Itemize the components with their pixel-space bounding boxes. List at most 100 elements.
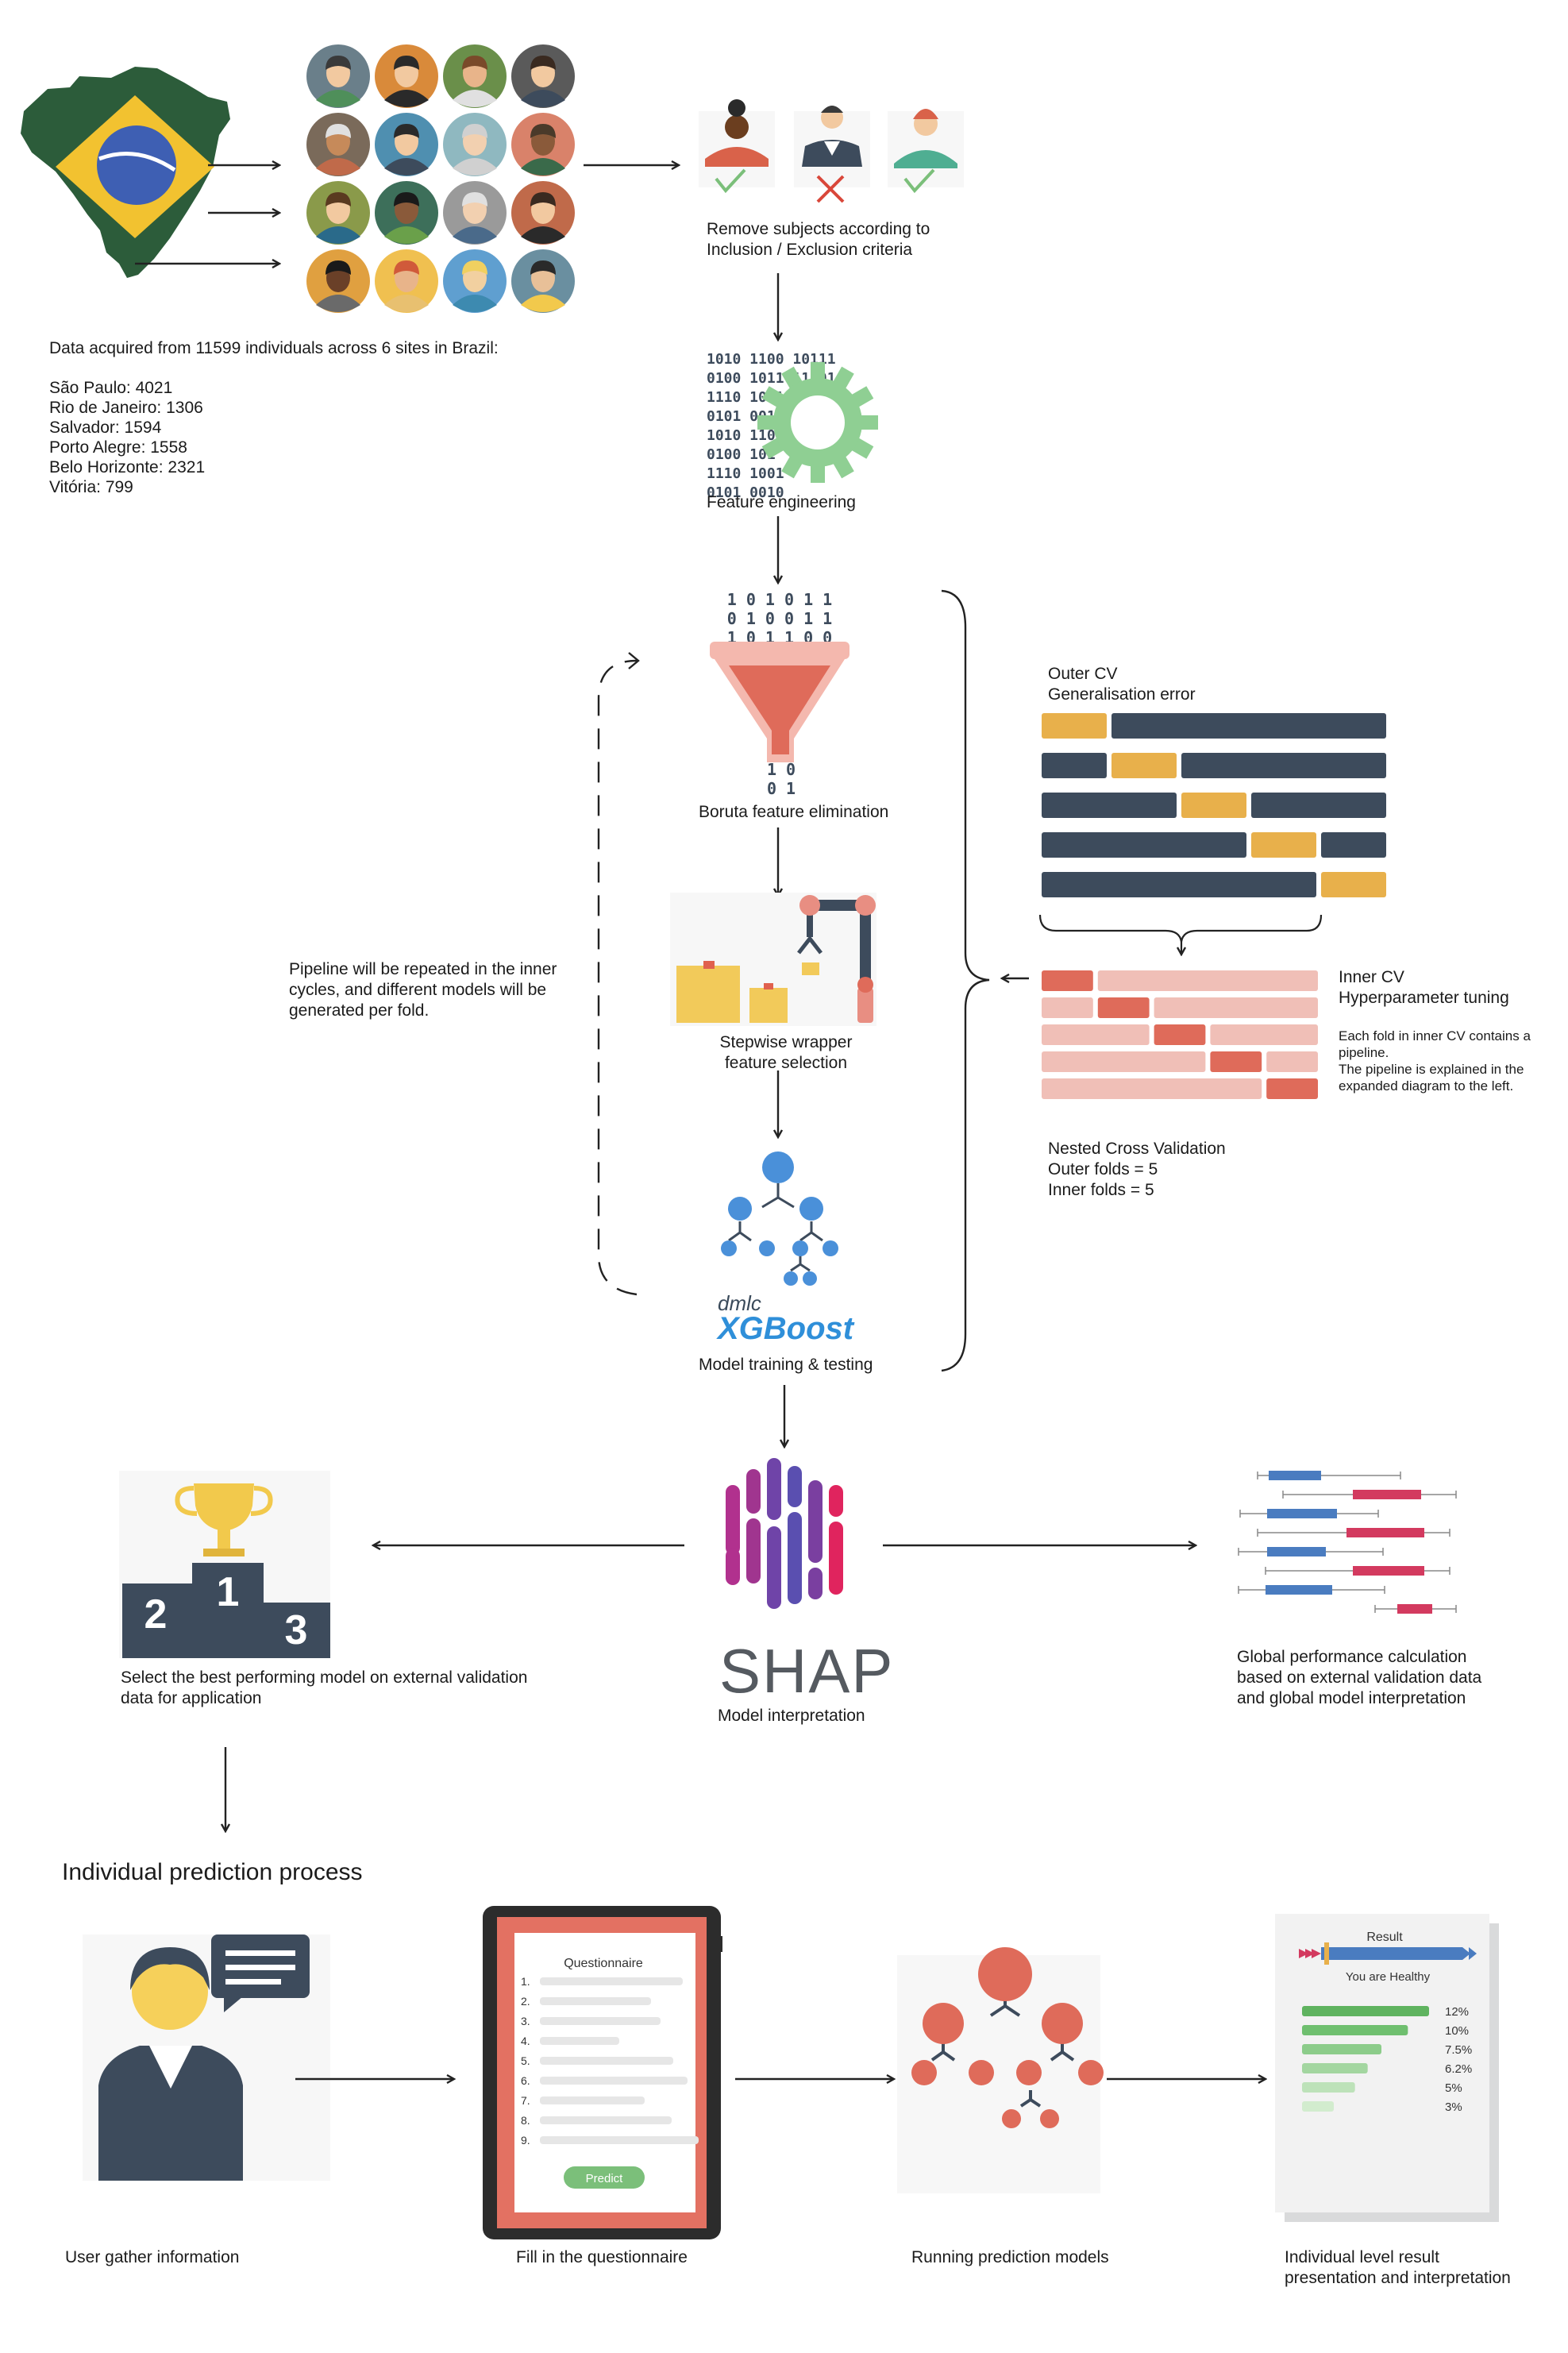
binary-output-icon: 1 00 1 bbox=[767, 760, 796, 798]
outer-train-block bbox=[1042, 793, 1177, 818]
predict-button[interactable] bbox=[564, 2166, 645, 2189]
pipeline-note: Pipeline will be repeated in the inner c… bbox=[289, 960, 557, 1020]
site-porto-alegre: Porto Alegre: 1558 bbox=[49, 438, 187, 457]
outer-train-block bbox=[1042, 832, 1246, 858]
binary-line: 1010 1100 10111 bbox=[707, 351, 836, 368]
questionnaire-item-number: 7. bbox=[521, 2094, 530, 2107]
pipeline-loop-arrow bbox=[597, 652, 640, 1296]
inner-test-block bbox=[1266, 1078, 1318, 1099]
shap-bar bbox=[746, 1518, 761, 1583]
person-avatar-icon bbox=[443, 249, 507, 313]
questionnaire-item-number: 1. bbox=[521, 1975, 530, 1988]
person-avatar-icon bbox=[375, 249, 438, 313]
person-avatar-icon bbox=[375, 181, 438, 245]
boxplot-row bbox=[1257, 1528, 1450, 1537]
shap-bar bbox=[829, 1485, 843, 1517]
binary-line: 1 0 1 0 1 1 bbox=[727, 590, 832, 609]
outer-test-block bbox=[1321, 872, 1386, 897]
site-vitoria: Vitória: 799 bbox=[49, 478, 133, 496]
questionnaire-item-number: 9. bbox=[521, 2134, 530, 2147]
result-card: Result You are Healthy 12%10%7.5%6.2%5%3… bbox=[1275, 1914, 1499, 2222]
shap-bar bbox=[767, 1458, 781, 1520]
pipeline-brace bbox=[941, 589, 990, 1372]
person-avatar-icon bbox=[306, 249, 370, 313]
funnel-icon bbox=[710, 642, 849, 762]
site-sao-paulo: São Paulo: 4021 bbox=[49, 379, 173, 397]
predict-button-label: Predict bbox=[586, 2172, 624, 2185]
person-avatar-icon bbox=[306, 181, 370, 245]
boxplot-row bbox=[1239, 1509, 1379, 1518]
boxplot-row bbox=[1257, 1471, 1401, 1480]
questionnaire-answer-line bbox=[540, 2096, 645, 2104]
prediction-models-tree-icon bbox=[897, 1947, 1104, 2193]
boruta-label: Boruta feature elimination bbox=[699, 803, 889, 821]
result-bar bbox=[1302, 2063, 1368, 2073]
result-bar-label: 6.2% bbox=[1445, 2062, 1472, 2076]
inner-train-block bbox=[1266, 1051, 1318, 1072]
site-rio-de-janeiro: Rio de Janeiro: 1306 bbox=[49, 399, 203, 417]
boxplot-row bbox=[1265, 1566, 1450, 1576]
binary-line: 0100 101 bbox=[707, 446, 776, 463]
robot-arm-icon bbox=[670, 893, 876, 1026]
inner-train-block bbox=[1042, 1051, 1206, 1072]
questionnaire-item-number: 8. bbox=[521, 2114, 530, 2127]
person-avatar-icon bbox=[375, 113, 438, 176]
included-person-2-icon bbox=[888, 109, 964, 194]
included-person-1-icon bbox=[699, 99, 775, 194]
user-avatar-icon bbox=[83, 1934, 330, 2181]
boxplot-row bbox=[1374, 1604, 1457, 1614]
questionnaire-answer-line bbox=[540, 1997, 651, 2005]
boxplot-row bbox=[1238, 1585, 1385, 1595]
podium-second-label: 2 bbox=[144, 1591, 168, 1637]
outer-train-block bbox=[1042, 753, 1107, 778]
inner-test-block bbox=[1154, 1024, 1206, 1045]
boxplot-row bbox=[1282, 1490, 1457, 1499]
shap-logo-text: SHAP bbox=[719, 1636, 895, 1706]
shap-bar bbox=[726, 1485, 740, 1555]
questionnaire-answer-line bbox=[540, 2017, 661, 2025]
inner-test-block bbox=[1042, 970, 1093, 991]
site-belo-horizonte: Belo Horizonte: 2321 bbox=[49, 458, 206, 476]
outer-train-block bbox=[1321, 832, 1386, 858]
people-avatars-grid bbox=[306, 44, 575, 313]
result-bar-label: 10% bbox=[1445, 2024, 1469, 2038]
shap-logo-icon bbox=[726, 1458, 843, 1609]
outer-train-block bbox=[1251, 793, 1386, 818]
questionnaire-answer-line bbox=[540, 2136, 699, 2144]
questionnaire-item-number: 4. bbox=[521, 2035, 530, 2047]
individual-prediction-title: Individual prediction process bbox=[62, 1859, 363, 1885]
model-interpretation-label: Model interpretation bbox=[718, 1707, 865, 1725]
arrow-brazil-to-people bbox=[135, 165, 279, 264]
shap-bar bbox=[808, 1568, 823, 1599]
shap-bar bbox=[829, 1522, 843, 1595]
inner-train-block bbox=[1210, 1024, 1318, 1045]
binary-line: 1110 1001 bbox=[707, 389, 784, 406]
outer-train-block bbox=[1042, 872, 1316, 897]
questionnaire-item-number: 3. bbox=[521, 2015, 530, 2027]
xgboost-name-text: XGBoost bbox=[716, 1311, 855, 1346]
remove-subjects-label: Remove subjects according to Inclusion /… bbox=[707, 220, 930, 259]
data-summary: Data acquired from 11599 individuals acr… bbox=[49, 339, 499, 357]
inner-cv-title: Inner CV Hyperparameter tuning bbox=[1339, 968, 1509, 1007]
person-avatar-icon bbox=[306, 44, 370, 108]
person-avatar-icon bbox=[375, 44, 438, 108]
questionnaire-item-number: 5. bbox=[521, 2054, 530, 2067]
brazil-flag-map-icon bbox=[21, 67, 230, 278]
result-bar bbox=[1302, 2101, 1334, 2112]
result-title: Result bbox=[1366, 1931, 1403, 1944]
person-avatar-icon bbox=[443, 44, 507, 108]
xgboost-dmlc-text: dmlc bbox=[718, 1291, 761, 1315]
shap-bar bbox=[788, 1466, 802, 1507]
binary-line: 1 0 bbox=[767, 760, 796, 779]
outer-test-block bbox=[1042, 713, 1107, 739]
user-gather-label: User gather information bbox=[65, 2248, 240, 2266]
subject-selection-icons bbox=[699, 99, 964, 203]
person-avatar-icon bbox=[511, 113, 575, 176]
result-bar bbox=[1302, 2044, 1381, 2054]
outer-test-block bbox=[1181, 793, 1246, 818]
tablet-questionnaire: Questionnaire 1.2.3.4.5.6.7.8.9. Predict bbox=[483, 1906, 722, 2239]
binary-line: 0101 0010 bbox=[707, 484, 784, 501]
result-risk-bar bbox=[1299, 1942, 1477, 1965]
individual-result-label: Individual level result presentation and… bbox=[1285, 2248, 1511, 2287]
questionnaire-answer-line bbox=[540, 2077, 688, 2085]
